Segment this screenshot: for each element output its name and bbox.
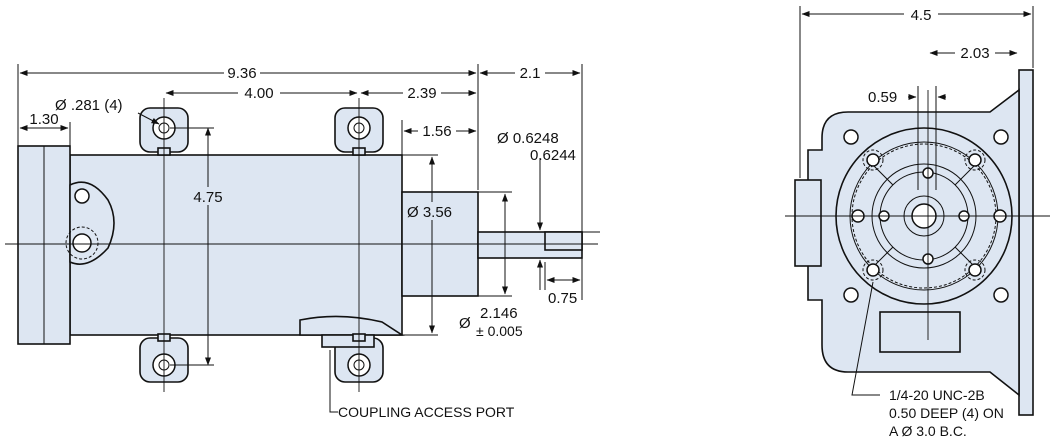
dim-body-dia: Ø 3.56: [407, 204, 452, 221]
lug-hole: [74, 188, 90, 204]
note-tap-line2: 0.50 DEEP (4) ON: [889, 405, 1004, 421]
motor-body: [69, 154, 403, 336]
dim-key-width: 0.59: [868, 89, 897, 106]
dim-end-width: 4.5: [911, 7, 932, 24]
note-coupling-port: COUPLING ACCESS PORT: [338, 404, 515, 420]
dim-mount-to-face: 2.39: [407, 85, 436, 102]
dim-shaft-length: 2.1: [520, 65, 541, 82]
dim-center-offset: 2.03: [960, 45, 989, 62]
dim-mount-height: 4.75: [193, 189, 222, 206]
dim-pilot-length: 1.56: [422, 123, 451, 140]
dim-pilot-dia-symbol: Ø: [459, 315, 471, 332]
dim-flange: 1.30: [29, 111, 58, 128]
side-view: 9.36 2.1 4.00 2.39 1.30 Ø .281 (4) 1.56 …: [5, 63, 600, 420]
dim-shaft-dia-max: Ø 0.6248: [497, 130, 559, 147]
bottom-boss: [879, 311, 961, 353]
dim-key-length: 0.75: [548, 290, 577, 307]
coupling-access-port: [321, 334, 375, 348]
end-view: 4.5 2.03 0.59 1/4-20 UNC-2B 0.50 DEEP (4…: [785, 4, 1050, 439]
coupling-housing: [299, 315, 405, 336]
dim-overall-length: 9.36: [227, 65, 256, 82]
mounting-plate: [1018, 69, 1034, 416]
note-tap-line1: 1/4-20 UNC-2B: [889, 387, 985, 403]
dim-pilot-dia-tol: ± 0.005: [476, 323, 523, 339]
dim-shaft-dia-min: 0.6244: [530, 147, 576, 164]
note-tap-line3: A Ø 3.0 B.C.: [889, 423, 967, 439]
conduit-box: [794, 179, 822, 267]
dim-pilot-dia-value: 2.146: [480, 305, 518, 322]
dim-hole: Ø .281 (4): [55, 97, 123, 114]
dim-mount-spacing: 4.00: [244, 85, 273, 102]
shaft-key: [544, 231, 583, 251]
